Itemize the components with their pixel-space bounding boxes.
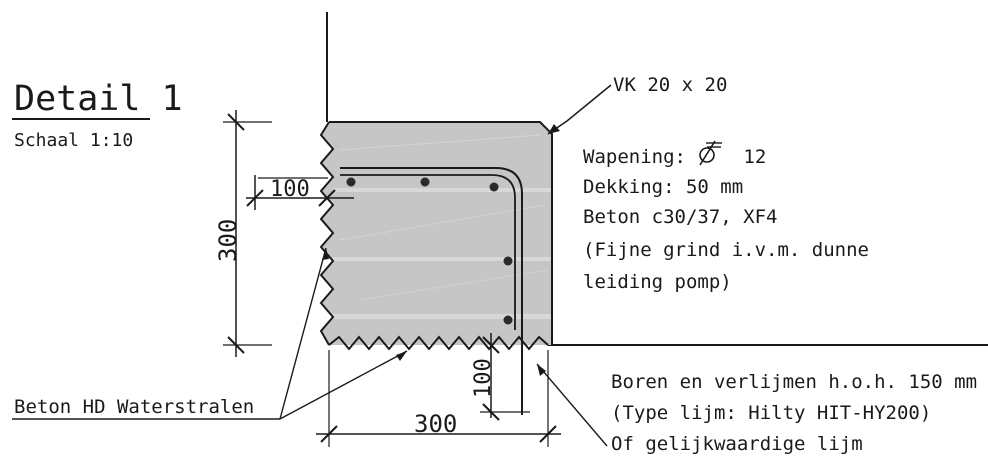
spec-concrete-class: Beton c30/37, XF4 bbox=[583, 206, 777, 228]
leader-chamfer bbox=[547, 84, 612, 135]
dimension-top-offset-label: 100 bbox=[270, 177, 310, 202]
rebar-dot bbox=[346, 177, 356, 187]
rebar-dot bbox=[420, 177, 430, 187]
block-outline bbox=[329, 121, 553, 345]
dimension-width-label: 300 bbox=[414, 410, 457, 438]
scale-label: Schaal 1:10 bbox=[14, 130, 133, 151]
anchoring-note-line3: Of gelijkwaardige lijm bbox=[611, 433, 863, 455]
spec-note-line1: (Fijne grind i.v.m. dunne bbox=[583, 239, 869, 261]
detail-title: Detail 1 bbox=[14, 79, 183, 119]
dimension-bottom-offset: 100 bbox=[471, 333, 530, 421]
spec-cover: Dekking: 50 mm bbox=[583, 176, 743, 198]
leader-surface-treatment bbox=[279, 247, 408, 420]
diameter-symbol-icon bbox=[699, 140, 722, 166]
concrete-texture bbox=[333, 134, 551, 319]
anchoring-note-line1: Boren en verlijmen h.o.h. 150 mm bbox=[611, 371, 977, 393]
dimension-height-label: 300 bbox=[214, 219, 242, 262]
rebar-dot bbox=[503, 256, 513, 266]
roughened-edge-left bbox=[319, 121, 335, 346]
concrete-block bbox=[321, 122, 552, 345]
dimension-height: 300 bbox=[214, 110, 272, 357]
rebar-inner bbox=[340, 174, 516, 330]
dimension-width: 300 bbox=[316, 350, 561, 447]
spec-note-line2: leiding pomp) bbox=[583, 271, 732, 293]
rebar-dot bbox=[503, 315, 513, 325]
dimension-bottom-offset-label: 100 bbox=[471, 358, 496, 398]
rebar-dot bbox=[489, 182, 499, 192]
roughened-edge-bottom bbox=[328, 335, 549, 351]
chamfer-callout: VK 20 x 20 bbox=[613, 74, 727, 96]
dimension-top-offset: 100 bbox=[246, 175, 354, 210]
spec-reinforcement-label: Wapening: bbox=[583, 146, 697, 168]
rebar-size: 12 bbox=[743, 146, 766, 168]
anchoring-note-line2: (Type lijm: Hilty HIT-HY200) bbox=[611, 402, 931, 424]
spec-reinforcement: Wapening: 12 bbox=[583, 146, 766, 168]
leader-anchoring bbox=[536, 363, 608, 447]
rebar-outer bbox=[340, 167, 523, 415]
surface-treatment-label: Beton HD Waterstralen bbox=[14, 396, 254, 418]
